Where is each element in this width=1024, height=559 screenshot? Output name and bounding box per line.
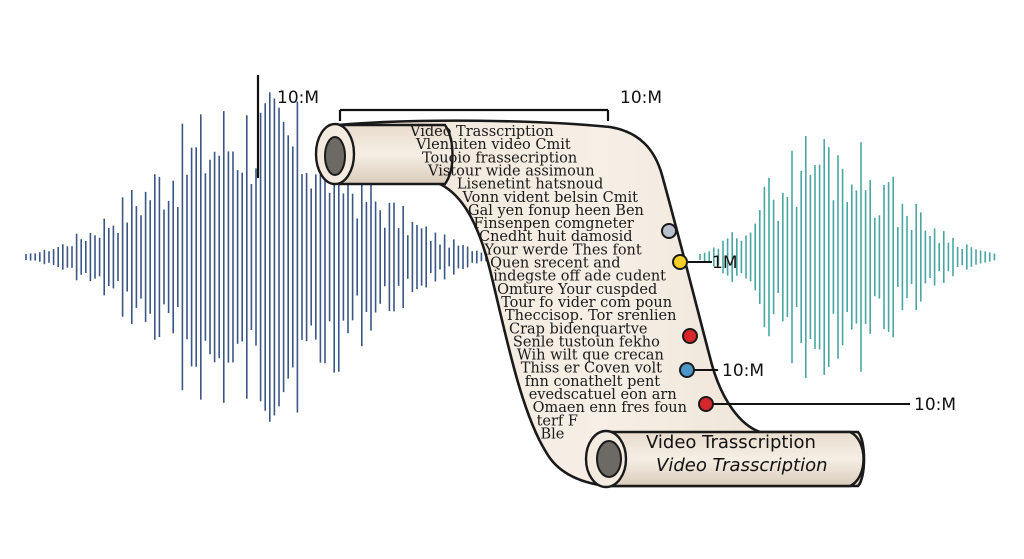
scroll-text-line: evedscatuel eon arn bbox=[529, 387, 677, 403]
scroll-text-line: Vonn vident belsin Cmit bbox=[462, 190, 639, 206]
scroll-text-line: Tour fo vider com poun bbox=[501, 295, 672, 311]
scroll-text-line: Video Trasscription bbox=[409, 124, 554, 140]
scroll-text-line: Omture Your cuspded bbox=[497, 282, 657, 298]
scroll-bottom-roll bbox=[604, 430, 865, 488]
timeline-end-label: 10:M bbox=[620, 88, 662, 108]
scroll-text-line: Your werde Thes font bbox=[484, 242, 642, 258]
marker-blue-label: 10:M bbox=[722, 361, 764, 381]
scroll-bottom-roll-core bbox=[596, 440, 622, 478]
scroll-text-line: Touoio frassecription bbox=[422, 150, 577, 166]
scroll-text-line: Ble bbox=[541, 426, 565, 442]
scroll-text-line: Cnedht huit damosid bbox=[479, 229, 633, 245]
marker-yellow: 1M bbox=[672, 253, 737, 273]
scroll-top-roll-core bbox=[324, 136, 346, 176]
scroll-title-line-2: Video Trasscription bbox=[656, 455, 828, 476]
marker-yellow-label: 1M bbox=[712, 253, 737, 273]
scroll-text-line: Quen srecent and bbox=[490, 256, 620, 272]
marker-leaders bbox=[688, 261, 910, 405]
timeline-bracket bbox=[256, 75, 610, 178]
scroll-text-line: Thiss er Coven volt bbox=[521, 361, 662, 377]
scroll-text-line: fnn conathelt pent bbox=[525, 374, 661, 390]
scroll-sheet bbox=[336, 119, 866, 488]
scroll-text-line: Vlenhiten video Cmit bbox=[415, 137, 571, 153]
marker-gray bbox=[661, 223, 677, 239]
waveform-right bbox=[699, 136, 996, 378]
scroll-text-line: Vistour wide assimoun bbox=[427, 163, 595, 179]
scroll-title-line-1: Video Trasscription bbox=[646, 432, 816, 453]
marker-red-1 bbox=[682, 328, 698, 344]
scroll-text-line: Senle tustoun fekho bbox=[513, 334, 660, 350]
marker-blue: 10:M bbox=[679, 361, 764, 381]
timeline-start-label: 10:M bbox=[277, 88, 319, 108]
scroll: Video Trasscription Video Trasscription bbox=[314, 119, 866, 489]
scroll-text-line: Wih wilt que crecan bbox=[517, 348, 664, 364]
scroll-text-line: Theccisop. Tor srenlien bbox=[505, 308, 676, 324]
scroll-text-line: Crap bidenquartve bbox=[509, 321, 647, 337]
scroll-text-line: terf F bbox=[537, 413, 578, 429]
scroll-text-line: Finsenpen comgneter bbox=[474, 216, 634, 232]
scroll-top-roll bbox=[338, 123, 454, 186]
scroll-text-line: indegste off ade cudent bbox=[493, 269, 666, 285]
scroll-text-line: Gal yen fonup heen Ben bbox=[468, 203, 644, 219]
marker-red-2: 10:M bbox=[698, 395, 956, 415]
scroll-text-line: Omaen enn fres foun bbox=[533, 400, 687, 416]
marker-red-2-label: 10:M bbox=[914, 395, 956, 415]
waveform-left bbox=[25, 92, 501, 422]
scroll-text-line: Lisenetint hatsnoud bbox=[457, 177, 603, 193]
